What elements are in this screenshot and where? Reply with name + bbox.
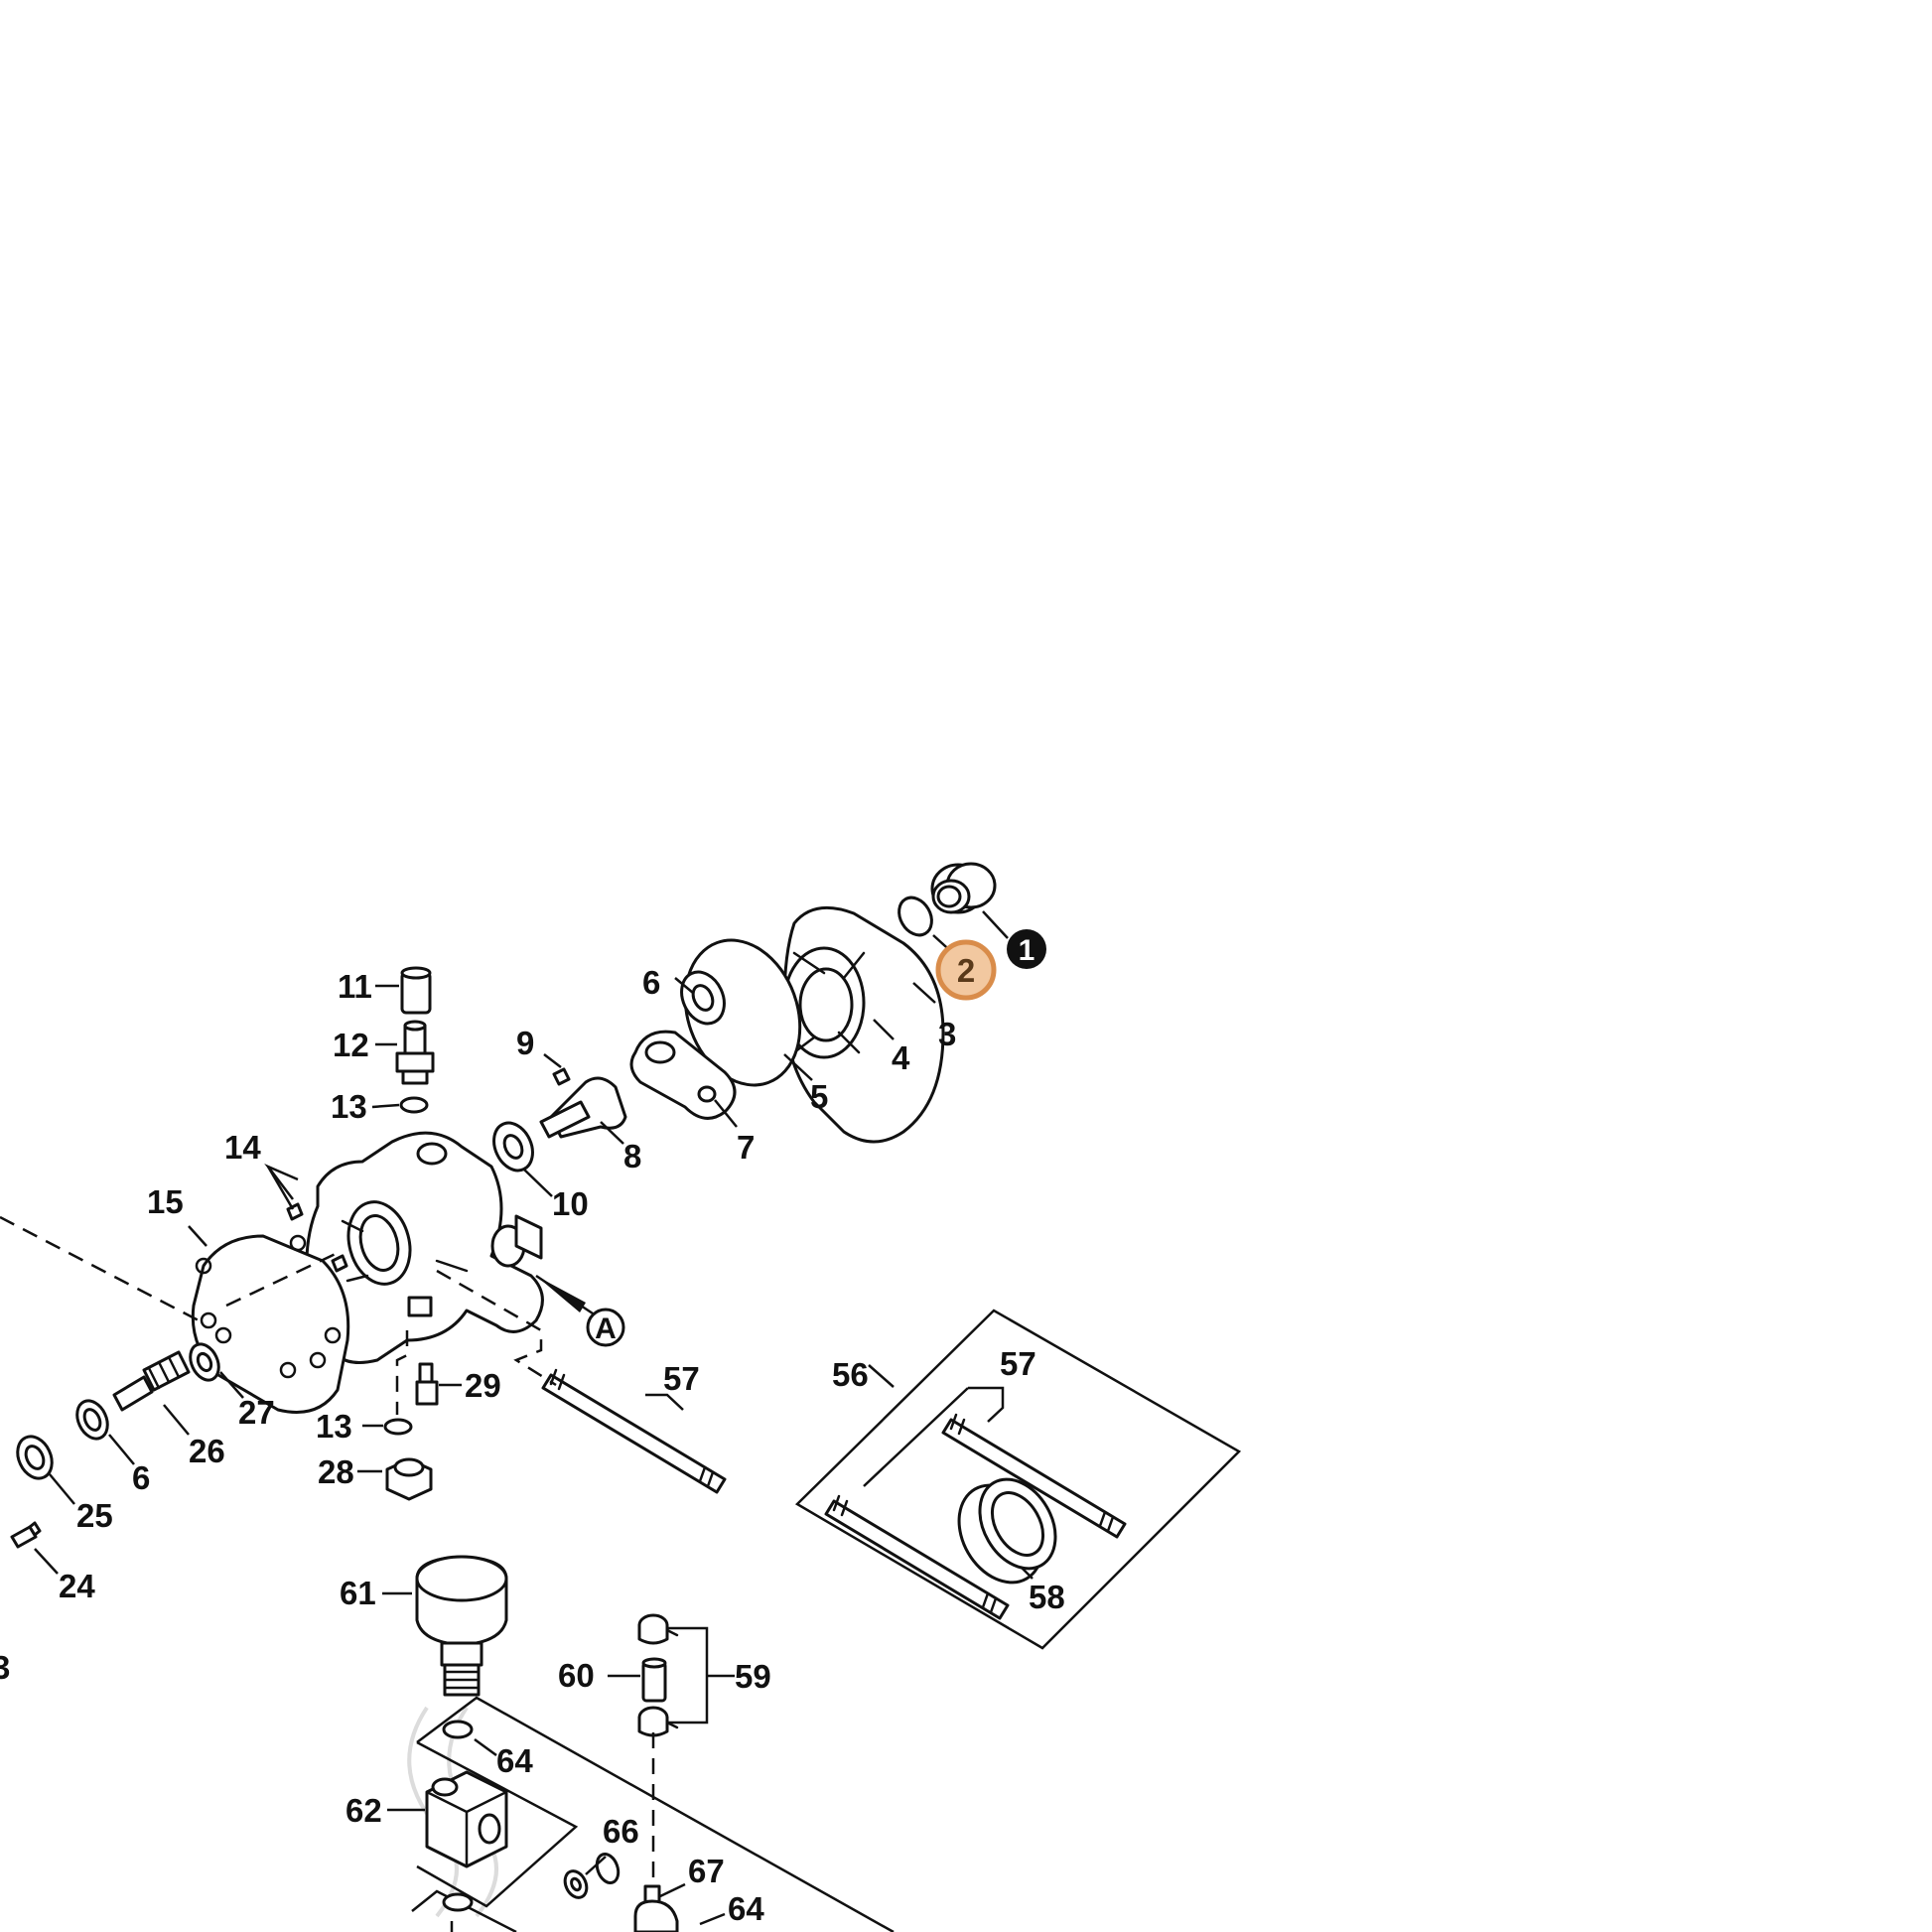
label-9: 9 bbox=[516, 1025, 534, 1061]
label-58: 58 bbox=[1029, 1579, 1065, 1615]
label-56: 56 bbox=[832, 1356, 869, 1393]
label-6-upper: 6 bbox=[642, 964, 660, 1001]
label-62: 62 bbox=[345, 1792, 382, 1829]
part-9-key[interactable] bbox=[552, 1067, 571, 1086]
label-8: 8 bbox=[623, 1138, 641, 1174]
part-10-bearing[interactable] bbox=[486, 1117, 540, 1177]
part-12-valve-plug[interactable] bbox=[395, 1020, 435, 1085]
part-6-washer-lower[interactable] bbox=[71, 1396, 113, 1444]
label-60: 60 bbox=[558, 1657, 595, 1694]
part-5-large-o-ring[interactable] bbox=[666, 924, 820, 1102]
part-66-washer[interactable] bbox=[561, 1867, 591, 1901]
callout-a: A bbox=[535, 1274, 625, 1347]
label-64-lower: 64 bbox=[728, 1890, 764, 1927]
part-61-cap[interactable] bbox=[415, 1555, 508, 1697]
label-64-upper: 64 bbox=[496, 1742, 533, 1779]
label-6-lower: 6 bbox=[132, 1459, 150, 1496]
label-13-upper: 13 bbox=[331, 1088, 367, 1125]
part-8-eccentric-shaft[interactable] bbox=[539, 1076, 627, 1139]
part-13-o-ring-lower[interactable] bbox=[383, 1418, 413, 1436]
label-3-left: 3 bbox=[0, 1649, 10, 1686]
label-25: 25 bbox=[76, 1497, 113, 1534]
part-24-screw[interactable] bbox=[10, 1521, 42, 1549]
kit-lower-frame-2 bbox=[411, 1889, 517, 1932]
label-66: 66 bbox=[603, 1813, 639, 1850]
label-61: 61 bbox=[340, 1575, 376, 1611]
kit-lower-frame bbox=[416, 1696, 895, 1932]
kit-62-frame bbox=[416, 1740, 579, 1908]
part-59-valve-lower[interactable] bbox=[637, 1706, 679, 1737]
label-2: 2 bbox=[957, 952, 975, 989]
callout-a-letter: A bbox=[595, 1312, 617, 1345]
label-12: 12 bbox=[333, 1027, 369, 1063]
part-62-valve-block[interactable] bbox=[425, 1770, 508, 1868]
label-3: 3 bbox=[938, 1016, 956, 1052]
label-4: 4 bbox=[892, 1039, 910, 1076]
kit-58-sleeve[interactable] bbox=[942, 1465, 1070, 1597]
part-4-cover[interactable] bbox=[782, 905, 945, 1144]
part-15-gasket[interactable] bbox=[191, 1234, 350, 1414]
label-26: 26 bbox=[189, 1433, 225, 1469]
part-28-drain-plug[interactable] bbox=[385, 1457, 433, 1501]
part-64-o-ring-upper[interactable] bbox=[442, 1720, 474, 1739]
label-13-lower: 13 bbox=[316, 1408, 352, 1445]
label-7: 7 bbox=[737, 1129, 755, 1166]
part-26-pinion-shaft[interactable] bbox=[112, 1350, 191, 1412]
label-24: 24 bbox=[59, 1568, 95, 1604]
label-27: 27 bbox=[238, 1394, 275, 1431]
part-60-sleeve[interactable] bbox=[641, 1657, 667, 1703]
label-59: 59 bbox=[735, 1658, 771, 1695]
position-2-highlight[interactable]: 2 bbox=[935, 939, 997, 1001]
part-14-dowel-pin-2[interactable] bbox=[331, 1254, 348, 1273]
label-57-kit: 57 bbox=[1000, 1345, 1036, 1382]
position-1-badge[interactable]: 1 bbox=[1007, 929, 1046, 969]
part-13-o-ring-upper[interactable] bbox=[399, 1096, 429, 1114]
kit-56-frame bbox=[794, 1309, 1242, 1650]
label-15: 15 bbox=[147, 1183, 184, 1220]
label-14: 14 bbox=[224, 1129, 261, 1166]
part-57-stud-bolt[interactable] bbox=[541, 1368, 727, 1494]
label-10: 10 bbox=[552, 1185, 589, 1222]
label-29: 29 bbox=[465, 1367, 501, 1404]
label-28: 28 bbox=[318, 1453, 354, 1490]
part-2-o-ring[interactable] bbox=[893, 892, 938, 941]
label-67: 67 bbox=[688, 1853, 725, 1889]
part-67-nipple[interactable] bbox=[633, 1884, 679, 1932]
part-6-bearing-upper[interactable] bbox=[673, 965, 732, 1031]
part-27-bearing[interactable] bbox=[185, 1339, 224, 1384]
label-5: 5 bbox=[810, 1078, 828, 1115]
part-1-plug[interactable] bbox=[930, 862, 997, 914]
part-29-bleed-screw[interactable] bbox=[415, 1362, 439, 1406]
label-57-single: 57 bbox=[663, 1360, 700, 1397]
leader-lines bbox=[34, 910, 1034, 1926]
part-11-pin[interactable] bbox=[400, 966, 432, 1015]
assembly-lines bbox=[0, 1215, 655, 1932]
kit-57-stud-upper[interactable] bbox=[941, 1413, 1127, 1539]
label-11: 11 bbox=[338, 968, 372, 1005]
part-25-seal[interactable] bbox=[11, 1431, 59, 1483]
part-labels: 3 4 5 6 7 8 9 10 11 12 13 14 15 27 26 6 … bbox=[0, 964, 1065, 1927]
part-64-o-ring-lower[interactable] bbox=[442, 1892, 474, 1912]
label-1: 1 bbox=[1019, 934, 1035, 967]
kit-57-stud-lower[interactable] bbox=[824, 1494, 1010, 1620]
part-59-valve-upper[interactable] bbox=[637, 1613, 679, 1645]
part-66-o-ring[interactable] bbox=[593, 1851, 621, 1885]
